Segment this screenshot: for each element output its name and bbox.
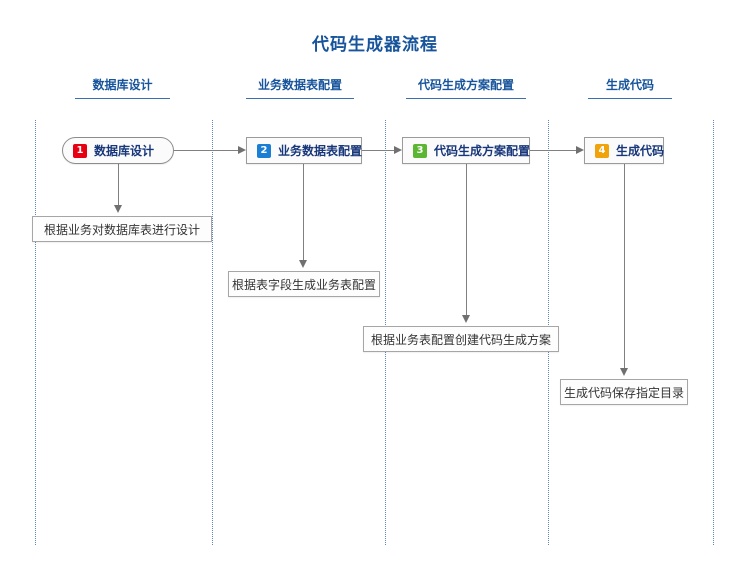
arrowhead-step3-to-step4-icon bbox=[576, 146, 584, 154]
lane-header-business-table-config: 业务数据表配置 bbox=[246, 76, 354, 99]
lane-header-database-design: 数据库设计 bbox=[75, 76, 170, 99]
arrowhead-step2-to-desc2-icon bbox=[299, 260, 307, 268]
connector-step2-to-step3 bbox=[362, 150, 394, 151]
lane-divider-4 bbox=[713, 120, 714, 545]
lane-header-label: 生成代码 bbox=[605, 78, 654, 92]
connector-step2-to-desc2 bbox=[303, 164, 304, 260]
step-badge-4: 4 bbox=[595, 143, 609, 158]
lane-header-label: 数据库设计 bbox=[92, 78, 153, 92]
page-title: 代码生成器流程 bbox=[312, 35, 438, 54]
lane-header-label: 业务数据表配置 bbox=[257, 78, 342, 92]
description-box-codegen-plan-config: 根据业务表配置创建代码生成方案 bbox=[363, 326, 559, 352]
step-node-generate-code[interactable]: 4 生成代码 bbox=[584, 137, 664, 164]
step-node-business-table-config[interactable]: 2 业务数据表配置 bbox=[246, 137, 362, 164]
lane-header-generate-code: 生成代码 bbox=[588, 76, 672, 99]
arrowhead-step3-to-desc3-icon bbox=[462, 315, 470, 323]
connector-step1-to-desc1 bbox=[118, 164, 119, 205]
lane-divider-1 bbox=[212, 120, 213, 545]
step-label-codegen-plan-config: 代码生成方案配置 bbox=[434, 143, 531, 158]
lane-header-label: 代码生成方案配置 bbox=[417, 78, 514, 92]
description-box-business-table-config: 根据表字段生成业务表配置 bbox=[228, 271, 380, 297]
arrowhead-step1-to-step2-icon bbox=[238, 146, 246, 154]
description-box-database-design: 根据业务对数据库表进行设计 bbox=[32, 216, 212, 242]
lane-divider-0 bbox=[35, 120, 36, 545]
step-label-generate-code: 生成代码 bbox=[616, 143, 665, 158]
connector-step1-to-step2 bbox=[174, 150, 238, 151]
connector-step3-to-step4 bbox=[530, 150, 576, 151]
connector-step3-to-desc3 bbox=[466, 164, 467, 315]
step-badge-3: 3 bbox=[413, 143, 427, 158]
step-node-codegen-plan-config[interactable]: 3 代码生成方案配置 bbox=[402, 137, 530, 164]
step-label-business-table-config: 业务数据表配置 bbox=[278, 143, 363, 158]
step-label-database-design: 数据库设计 bbox=[94, 143, 155, 158]
description-box-generate-code: 生成代码保存指定目录 bbox=[560, 379, 688, 405]
step-badge-2: 2 bbox=[257, 143, 271, 158]
step-node-database-design[interactable]: 1 数据库设计 bbox=[62, 137, 174, 164]
connector-step4-to-desc4 bbox=[624, 164, 625, 368]
lane-header-codegen-plan-config: 代码生成方案配置 bbox=[406, 76, 526, 99]
arrowhead-step1-to-desc1-icon bbox=[114, 205, 122, 213]
arrowhead-step4-to-desc4-icon bbox=[620, 368, 628, 376]
step-badge-1: 1 bbox=[73, 143, 87, 158]
arrowhead-step2-to-step3-icon bbox=[394, 146, 402, 154]
